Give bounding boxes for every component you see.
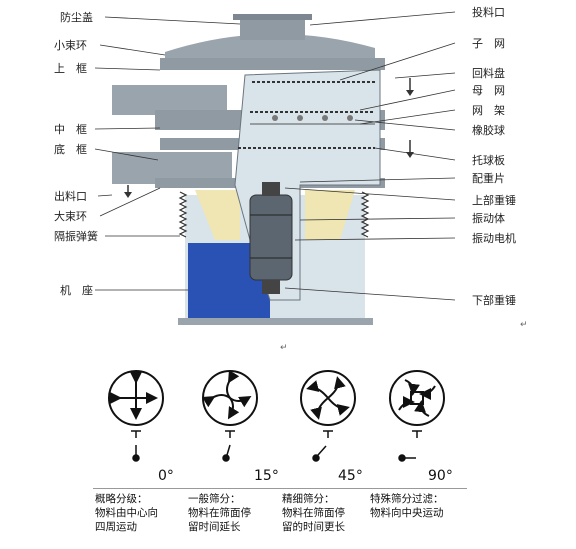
rubber-balls — [272, 115, 353, 121]
label-base: 机 座 — [60, 284, 93, 297]
label-rubber-ball: 橡胶球 — [472, 124, 505, 137]
mode-15-icon — [202, 370, 258, 426]
mode-90-caption-line: 物料向中央运动 — [370, 507, 444, 519]
upper-frame — [160, 58, 385, 70]
mode-45-caption: 精细筛分： 物料在筛面停 留的时间更长 — [282, 492, 345, 534]
spring-right — [360, 191, 370, 238]
spring-left — [178, 191, 188, 238]
mode-0-caption: 概略分级： 物料由中心向 四周运动 — [95, 492, 158, 534]
label-isolation-spring: 隔振弹簧 — [54, 230, 98, 243]
mode-45-icon — [300, 370, 356, 426]
mode-45-weights — [312, 430, 333, 462]
feed-inlet — [240, 18, 305, 40]
label-upper-weight: 上部重锤 — [472, 194, 516, 207]
mode-0-caption-line: 物料由中心向 — [95, 507, 158, 519]
mode-0-icon — [108, 370, 164, 426]
lower-weight — [262, 280, 280, 294]
mode-15-weights — [222, 430, 235, 462]
label-sub-mesh: 子 网 — [472, 37, 505, 50]
mode-0-caption-line: 概略分级： — [95, 493, 148, 505]
label-feed-inlet: 投料口 — [472, 6, 505, 19]
vibrating-screen-diagram — [94, 11, 456, 325]
label-ball-tray: 托球板 — [472, 154, 505, 167]
leader-lines-right — [284, 11, 456, 301]
mode-15-caption: 一般筛分： 物料在筛面停 留时间延长 — [188, 492, 251, 534]
machine-base-feet — [178, 318, 373, 325]
label-lower-weight: 下部重锤 — [472, 294, 516, 307]
label-bottom-frame: 底 框 — [54, 143, 87, 156]
label-middle-frame: 中 框 — [54, 123, 87, 136]
mode-15-caption-line: 物料在筛面停 — [188, 507, 251, 519]
label-outlet: 出料口 — [54, 190, 87, 203]
label-vibration-motor: 振动电机 — [472, 232, 516, 245]
label-upper-frame: 上 框 — [54, 62, 87, 75]
label-dust-cover: 防尘盖 — [60, 11, 93, 24]
mode-0-caption-line: 四周运动 — [95, 521, 137, 533]
mode-0-angle: 0° — [158, 468, 174, 484]
mode-90-weights — [398, 430, 422, 462]
paragraph-mark: ↵ — [520, 320, 528, 330]
modes-divider — [93, 488, 467, 489]
paragraph-mark: ↵ — [280, 343, 288, 353]
mode-15-caption-line: 留时间延长 — [188, 521, 241, 533]
label-counterweight: 配重片 — [472, 172, 505, 185]
mode-45-caption-line: 留的时间更长 — [282, 521, 345, 533]
upper-weight — [262, 182, 280, 196]
label-vibration-body: 振动体 — [472, 212, 505, 225]
mode-90-icon — [389, 370, 445, 426]
label-main-mesh: 母 网 — [472, 84, 505, 97]
mode-90-angle: 90° — [428, 468, 453, 484]
mode-45-caption-line: 物料在筛面停 — [282, 507, 345, 519]
mode-15-caption-line: 一般筛分： — [188, 493, 241, 505]
mode-45-angle: 45° — [338, 468, 363, 484]
label-return-tray: 回料盘 — [472, 67, 505, 80]
label-large-clamp: 大束环 — [54, 210, 87, 223]
mode-45-caption-line: 精细筛分： — [282, 493, 335, 505]
mode-90-caption: 特殊筛分过滤： 物料向中央运动 — [370, 492, 444, 520]
return-arrow-head — [406, 90, 414, 96]
label-small-clamp: 小束环 — [54, 39, 87, 52]
dust-cover — [165, 33, 375, 60]
inlet-rim — [233, 14, 312, 20]
leader-lines-left — [94, 16, 241, 291]
outlet-arrow-head — [124, 192, 132, 198]
base-yellow-left — [195, 190, 240, 240]
label-mesh-frame: 网 架 — [472, 104, 505, 117]
base-yellow-right — [305, 190, 355, 240]
mode-90-caption-line: 特殊筛分过滤： — [370, 493, 444, 505]
mode-0-weights — [131, 430, 141, 462]
mode-15-angle: 15° — [254, 468, 279, 484]
